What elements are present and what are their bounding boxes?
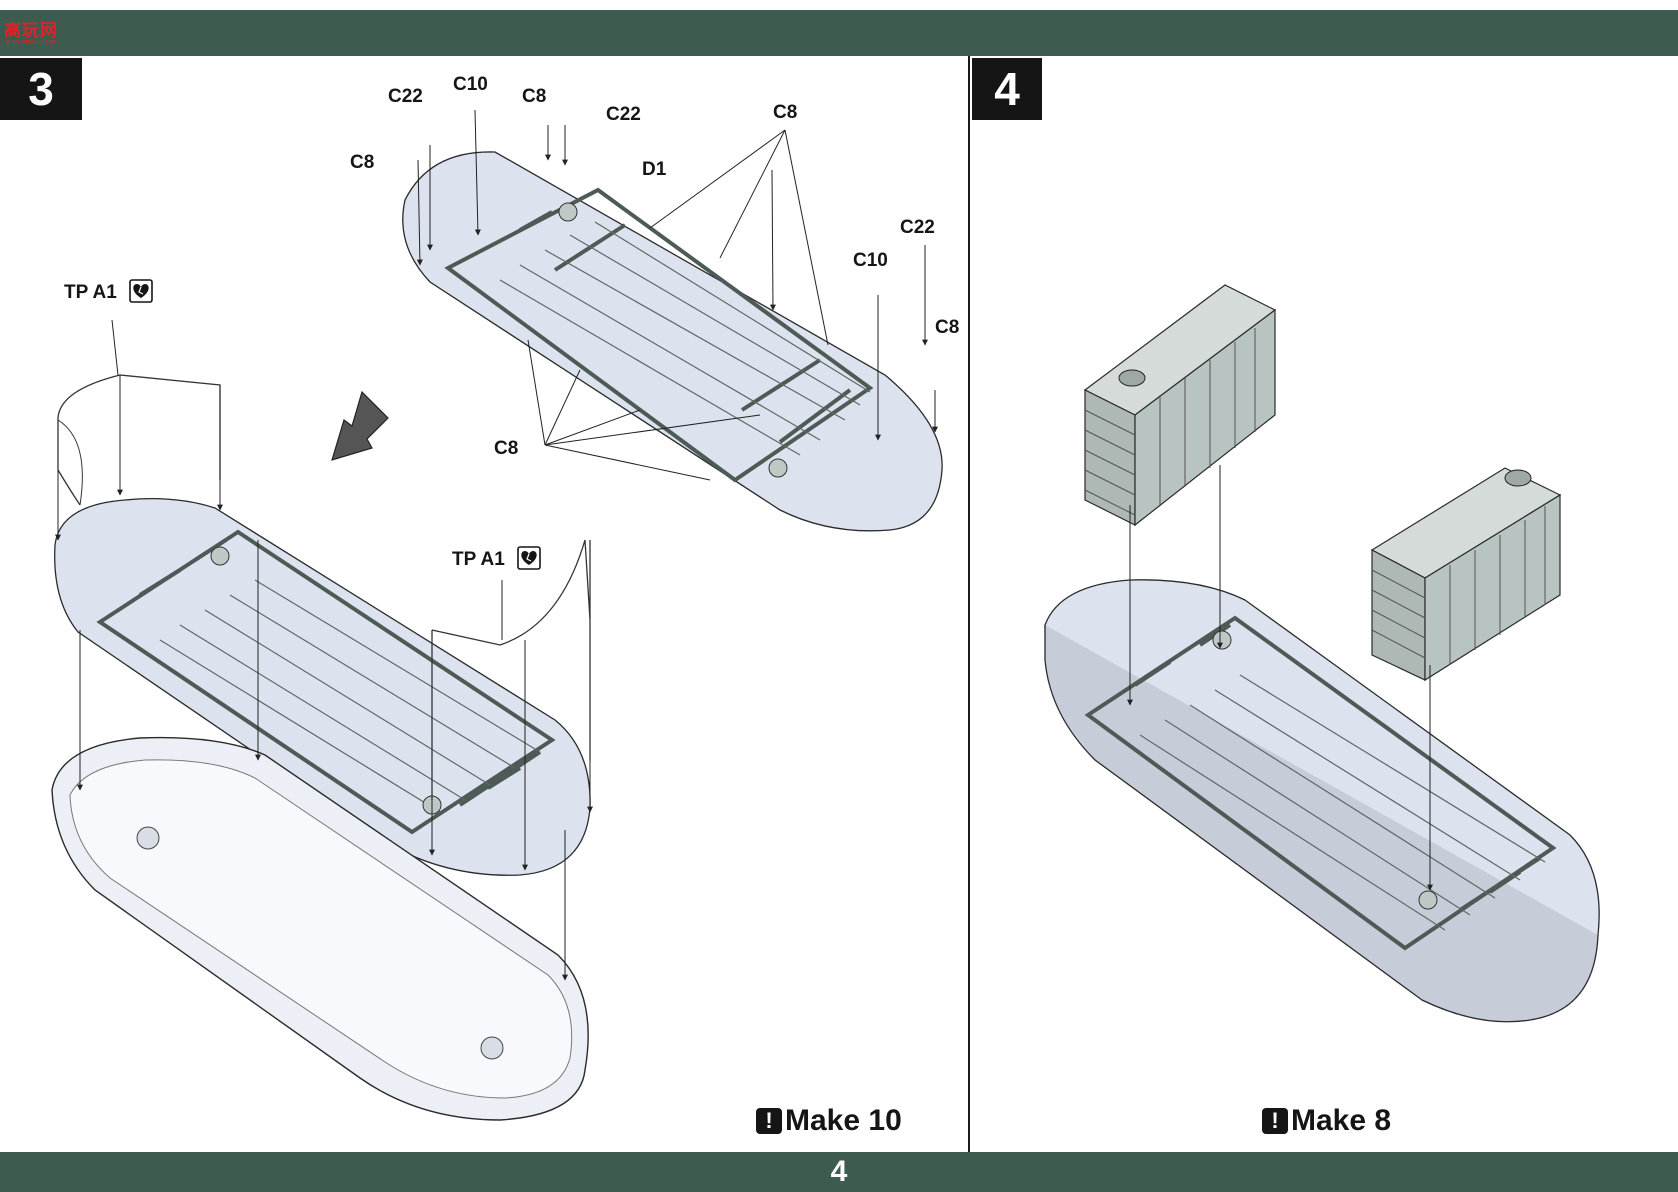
logo-subtext: gao-shou.com — [6, 38, 56, 46]
step-4-tank-module-b — [1370, 467, 1562, 682]
step-3-make-note: ! Make 10 — [756, 1104, 902, 1138]
step-3-tp-a1-right — [431, 539, 591, 800]
callout-c10-a: C10 — [453, 74, 488, 95]
callout-c10-b: C10 — [853, 250, 888, 271]
step-4-tank-module-a — [1083, 284, 1277, 527]
site-logo: 高玩网 gao-shou.com — [4, 16, 70, 50]
step-3-upper-deck — [402, 151, 943, 532]
callout-d1: D1 — [642, 159, 667, 180]
step-4-make-text: Make 8 — [1291, 1104, 1392, 1137]
heart-broken-icon — [517, 546, 541, 570]
callout-c8-e: C8 — [494, 438, 518, 459]
step-3-tp-a1-left — [57, 374, 221, 506]
arrow-down-left-icon — [331, 390, 389, 461]
exclamation-icon: ! — [1262, 1108, 1288, 1134]
column-divider — [968, 56, 970, 1152]
callout-c8-d: C8 — [935, 317, 959, 338]
callout-c8-c: C8 — [773, 102, 797, 123]
exclamation-icon: ! — [756, 1108, 782, 1134]
step-4-hull-deck — [1044, 579, 1600, 1023]
heart-broken-icon — [129, 279, 153, 303]
step-3-hull — [51, 736, 589, 1121]
callout-c22-c: C22 — [900, 217, 935, 238]
callout-c22-b: C22 — [606, 104, 641, 125]
page-number: 4 — [830, 1155, 848, 1188]
header-bar: 高玩网 gao-shou.com — [0, 10, 1678, 56]
step-3-number: 3 — [0, 58, 82, 120]
callout-tp-a1-right: TP A1 — [452, 549, 505, 570]
step-4-number: 4 — [972, 58, 1042, 120]
callout-tp-a1-left: TP A1 — [64, 282, 117, 303]
step-3-make-text: Make 10 — [785, 1104, 902, 1137]
logo-text: 高玩网 — [4, 21, 58, 40]
callout-c8-a: C8 — [522, 86, 546, 107]
callout-c8-b: C8 — [350, 152, 374, 173]
step-3-leader-lines — [55, 109, 938, 981]
footer-bar: 4 — [0, 1152, 1678, 1192]
step-4-leader-lines — [1127, 465, 1433, 891]
step-4-make-note: ! Make 8 — [1262, 1104, 1391, 1138]
callout-c22-a: C22 — [388, 86, 423, 107]
